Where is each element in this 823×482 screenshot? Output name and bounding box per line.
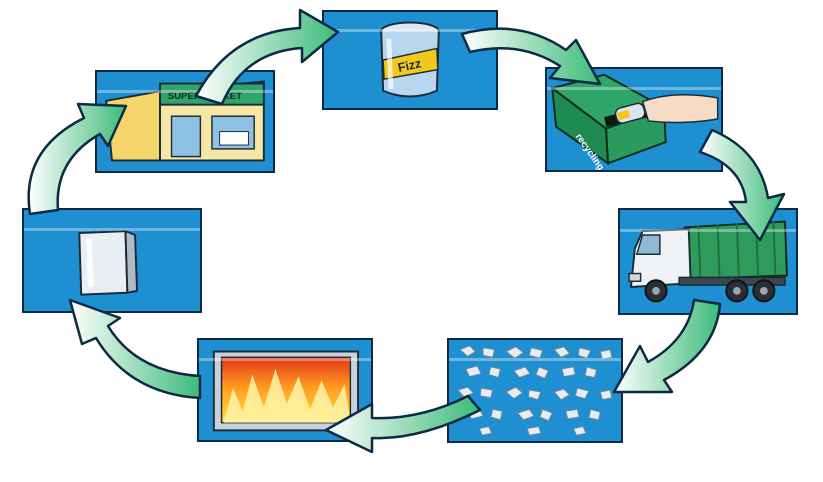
drink-can-label-layer: Fizz xyxy=(397,56,423,75)
step-shredded-metal-panel xyxy=(447,338,623,443)
shredded-metal-icon xyxy=(457,345,613,436)
step-collection-truck-panel xyxy=(618,208,798,315)
recycling-bin-icon: recycling xyxy=(550,73,719,170)
step-supermarket-panel: SUPERMARKET xyxy=(95,70,275,173)
step-recycling-bin-panel: recycling xyxy=(545,67,723,172)
step-drink-can-panel: Fizz xyxy=(322,10,498,110)
supermarket-sign: SUPERMARKET xyxy=(168,91,242,102)
supermarket-icon: SUPERMARKET xyxy=(105,80,265,162)
drink-can-label: Fizz xyxy=(397,56,423,75)
garbage-truck-icon xyxy=(628,220,788,303)
furnace-fire-icon xyxy=(212,350,360,432)
step-furnace-panel xyxy=(197,338,373,442)
step-aluminium-block-panel xyxy=(22,208,202,313)
arrow-furnace-to-block xyxy=(68,298,202,400)
drink-can-icon xyxy=(380,21,440,98)
aluminium-block-icon xyxy=(78,229,138,296)
